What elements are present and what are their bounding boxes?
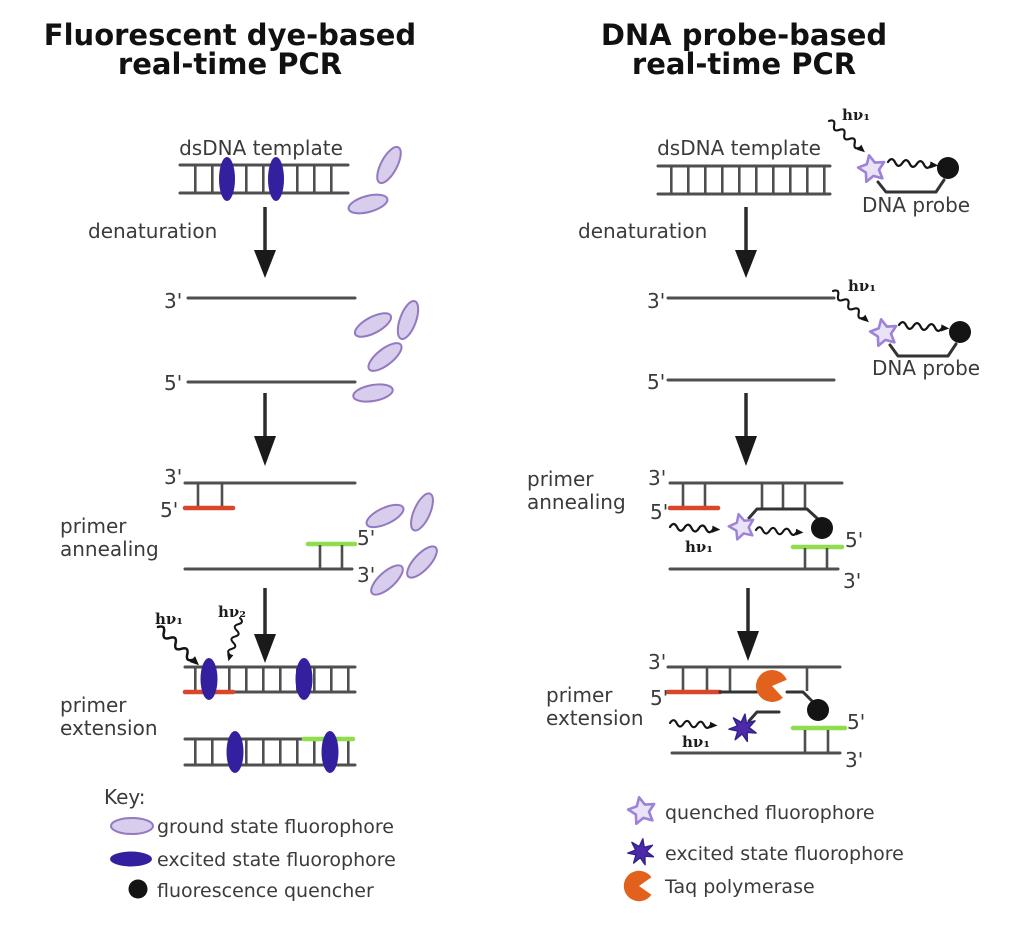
key-item-label: fluorescence quencher [157, 880, 374, 902]
strand-end-label: 5' [647, 370, 666, 394]
excited-state-fluorophore-icon [321, 731, 339, 773]
right-probe-2 [829, 287, 971, 358]
right-primer-annealing-label: primer annealing [527, 467, 626, 514]
dna-probe-label: DNA probe [862, 193, 971, 217]
key-title: Key: [104, 785, 146, 809]
left-dsdna-template-ladder [178, 157, 350, 201]
left-extension-product-1 [182, 658, 357, 700]
left-primer-annealing-label: primer annealing [60, 514, 159, 561]
left-key-icons [110, 817, 154, 899]
fluorescence-quencher-icon [937, 157, 959, 179]
quenched-fluorophore-icon [866, 315, 901, 349]
right-primer-extension-label: primer extension [546, 683, 644, 730]
excited-fluorophore-star-icon [625, 836, 657, 867]
left-primer-extension-label: primer extension [60, 693, 158, 740]
right-annealing-arrow [735, 393, 757, 466]
excited-state-fluorophore-icon [295, 658, 313, 700]
strand-end-label: 3' [845, 748, 864, 772]
ground-state-fluorophore-icon [352, 383, 394, 403]
strand-end-label: 3' [164, 465, 183, 489]
ground-state-fluorophore-icon [367, 342, 403, 372]
ground-state-fluorophore-icon [370, 564, 404, 596]
right-denaturation-arrow [735, 207, 757, 278]
ground-state-fluorophore-icon [406, 545, 438, 579]
ground-state-fluorophore-icon [396, 300, 420, 340]
excited-state-fluorophore-icon [226, 731, 244, 773]
key-item-label: excited state fluorophore [157, 849, 396, 871]
ground-state-fluorophore-icon [110, 817, 154, 835]
dna-probe-label: DNA probe [872, 356, 981, 380]
hv1-label: hν₁ [155, 610, 183, 628]
strand-end-label: 5' [650, 500, 669, 524]
left-dsdna-template-label: dsDNA template [179, 136, 343, 160]
right-title: DNA probe-based real-time PCR [600, 18, 888, 81]
key-item-label: Taq polymerase [665, 876, 815, 898]
strand-end-label: 3' [648, 466, 667, 490]
right-dsdna-template-ladder [656, 164, 832, 196]
hv1-label: hν₁ [848, 277, 876, 295]
strand-end-label: 5' [357, 526, 376, 550]
right-key-icons [623, 793, 659, 902]
right-annealing-complex [667, 481, 845, 571]
left-free-fluorophores-a [347, 145, 402, 215]
strand-end-label: 3' [164, 289, 183, 313]
right-probe-1 [825, 117, 959, 194]
hv1-label: hν₁ [682, 733, 710, 751]
strand-end-label: 3' [648, 650, 667, 674]
left-free-fluorophores-c [365, 492, 438, 596]
excited-state-fluorophore-icon [200, 658, 218, 700]
strand-end-label: 3' [357, 563, 376, 587]
ground-state-fluorophore-icon [365, 503, 405, 529]
ground-state-fluorophore-icon [376, 145, 402, 185]
key-item-label: quenched fluorophore [665, 802, 875, 824]
quenched-fluorophore-icon [624, 793, 659, 827]
hv1-label: hν₁ [842, 106, 870, 124]
left-denaturation-arrow [254, 207, 276, 278]
strand-end-label: 3' [647, 289, 666, 313]
key-item-label: excited state fluorophore [665, 843, 904, 865]
excited-state-fluorophore-icon [110, 851, 152, 867]
ground-state-fluorophore-icon [353, 312, 393, 338]
ground-state-fluorophore-icon [347, 193, 389, 215]
strand-end-label: 5' [164, 371, 183, 395]
left-extension-arrow [254, 588, 276, 663]
left-free-fluorophores-b [352, 300, 420, 403]
left-denaturation-label: denaturation [88, 219, 218, 243]
hv2-label: hν₂ [218, 603, 246, 621]
left-annealing-arrow [254, 393, 276, 466]
fluorescence-quencher-icon [128, 879, 148, 899]
quenched-fluorophore-icon [854, 151, 889, 185]
right-extension-arrow [737, 588, 759, 661]
left-annealing-complex [182, 481, 358, 571]
strand-end-label: 3' [843, 569, 862, 593]
ground-state-fluorophore-icon [410, 492, 434, 532]
strand-end-label: 5' [160, 498, 179, 522]
fluorescence-quencher-icon [811, 517, 833, 539]
fluorescence-quencher-icon [949, 321, 971, 343]
fluorescence-quencher-icon [807, 699, 829, 721]
right-dsdna-template-label: dsDNA template [657, 136, 821, 160]
key-item-label: ground state fluorophore [157, 816, 394, 838]
strand-end-label: 5' [847, 710, 866, 734]
left-extension-product-2 [183, 731, 357, 773]
strand-end-label: 5' [650, 686, 669, 710]
right-extension-complex [665, 665, 848, 755]
right-denaturation-label: denaturation [578, 219, 708, 243]
excited-state-fluorophore-icon [219, 157, 235, 201]
taq-polymerase-icon [623, 870, 652, 902]
strand-end-label: 5' [845, 528, 864, 552]
right-denatured-strands [666, 296, 836, 382]
hv1-label: hν₁ [685, 538, 713, 556]
taq-polymerase-icon [753, 667, 789, 705]
excited-state-fluorophore-icon [268, 157, 284, 201]
left-title: Fluorescent dye-based real-time PCR [43, 18, 417, 81]
left-denatured-strands [186, 296, 357, 384]
